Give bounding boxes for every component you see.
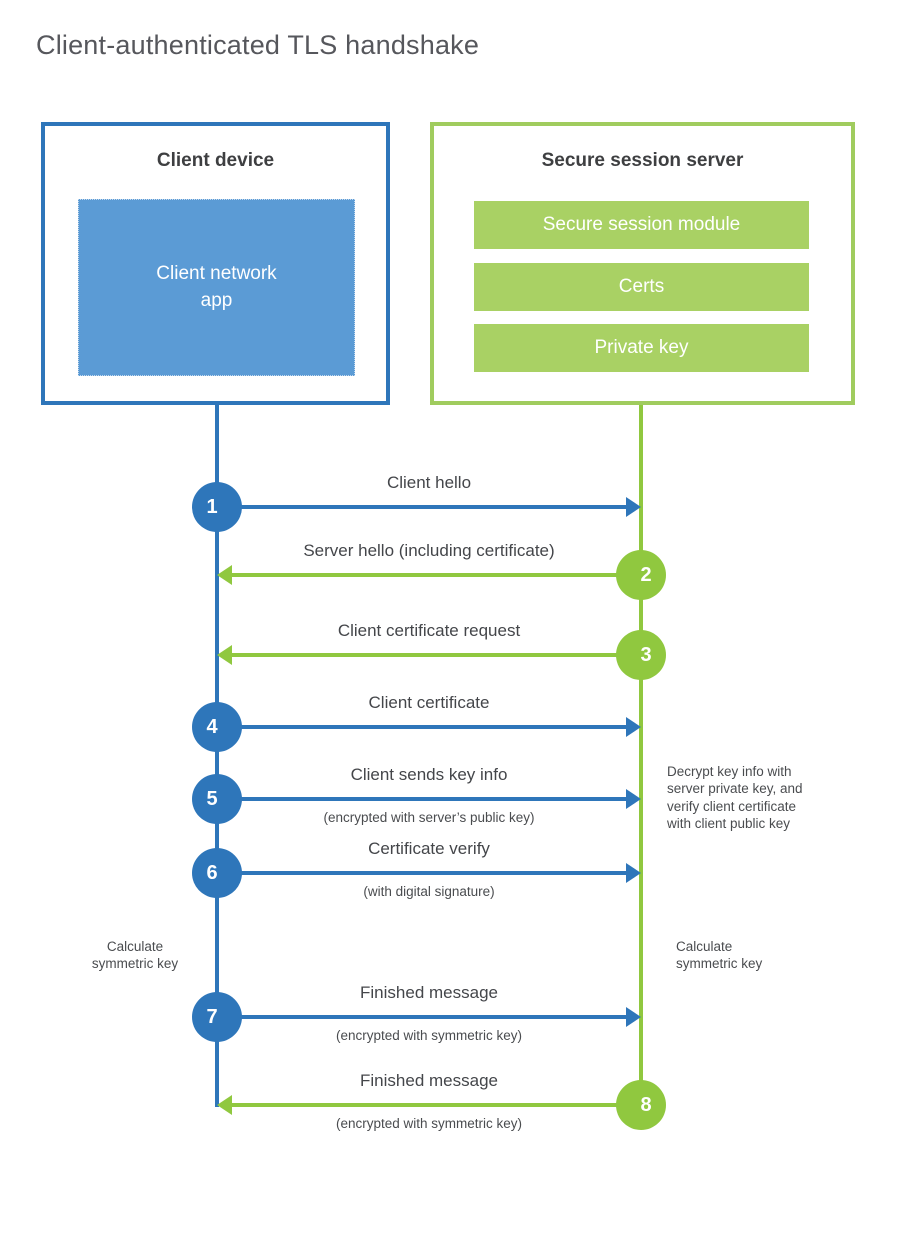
- step-circle-2: 2: [616, 550, 666, 600]
- step-number: 7: [206, 1005, 218, 1028]
- server-module-private-key: Private key: [474, 324, 809, 372]
- calculate-symmetric-key-note-server: Calculate symmetric key: [676, 939, 763, 972]
- message-label: Client certificate request: [337, 621, 521, 640]
- decrypt-key-note: Decrypt key info with server private key…: [667, 764, 803, 831]
- page-title: Client-authenticated TLS handshake: [36, 30, 480, 60]
- arrow-line: [217, 797, 627, 801]
- message-label: Certificate verify: [368, 839, 490, 858]
- arrow-line: [217, 505, 627, 509]
- server-module-certs: Certs: [474, 263, 809, 311]
- message-label: Finished message: [360, 1071, 498, 1090]
- client-lifeline: [215, 405, 219, 1107]
- message-sublabel: (with digital signature): [363, 884, 495, 899]
- client-network-app-box: Client network app: [78, 199, 355, 376]
- arrow-line: [217, 871, 627, 875]
- message-sublabel: (encrypted with symmetric key): [335, 1116, 523, 1131]
- arrow-left-icon: [217, 565, 232, 585]
- step-circle-1: 1: [192, 482, 242, 532]
- arrow-left-icon: [217, 1095, 232, 1115]
- step-circle-6: 6: [192, 848, 242, 898]
- step-number: 3: [640, 643, 652, 666]
- arrow-right-icon: [626, 717, 641, 737]
- message-label: Finished message: [360, 983, 498, 1002]
- arrow-line: [231, 573, 641, 577]
- step-circle-7: 7: [192, 992, 242, 1042]
- step-number: 2: [640, 563, 652, 586]
- client-device-title: Client device: [156, 150, 275, 171]
- step-number: 5: [206, 787, 218, 810]
- server-module-secure-session: Secure session module: [474, 201, 809, 249]
- message-label: Client certificate: [368, 693, 490, 712]
- arrow-right-icon: [626, 789, 641, 809]
- calculate-symmetric-key-note-client: Calculate symmetric key: [91, 939, 179, 972]
- step-circle-5: 5: [192, 774, 242, 824]
- step-circle-4: 4: [192, 702, 242, 752]
- message-label: Server hello (including certificate): [303, 541, 555, 560]
- server-lifeline: [639, 405, 643, 1106]
- step-number: 1: [206, 495, 218, 518]
- step-number: 6: [206, 861, 218, 884]
- message-label: Client sends key info: [350, 765, 508, 784]
- message-label: Client hello: [386, 473, 472, 492]
- step-circle-3: 3: [616, 630, 666, 680]
- arrow-right-icon: [626, 497, 641, 517]
- message-sublabel: (encrypted with server’s public key): [323, 810, 535, 825]
- server-title: Secure session server: [541, 150, 744, 171]
- arrow-right-icon: [626, 863, 641, 883]
- step-number: 8: [640, 1093, 652, 1116]
- arrow-line: [217, 1015, 627, 1019]
- step-circle-8: 8: [616, 1080, 666, 1130]
- arrow-line: [231, 653, 641, 657]
- arrow-line: [217, 725, 627, 729]
- message-sublabel: (encrypted with symmetric key): [335, 1028, 523, 1043]
- arrow-right-icon: [626, 1007, 641, 1027]
- step-number: 4: [206, 715, 218, 738]
- arrow-left-icon: [217, 645, 232, 665]
- arrow-line: [231, 1103, 641, 1107]
